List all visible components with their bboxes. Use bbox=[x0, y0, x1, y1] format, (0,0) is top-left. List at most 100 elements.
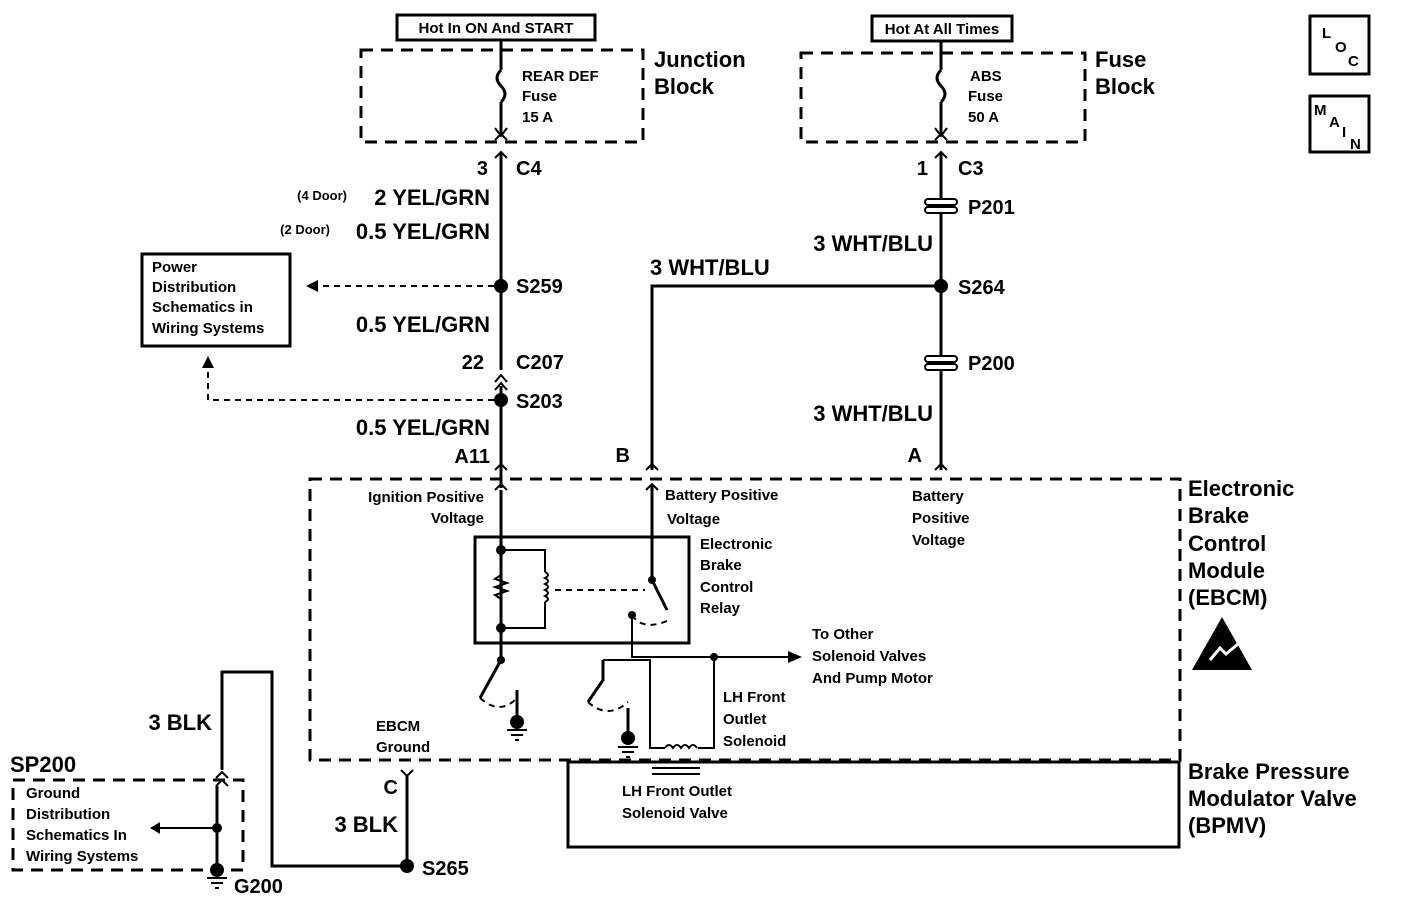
rear-def-fuse-icon bbox=[494, 40, 508, 141]
to-other-label-1: To Other bbox=[812, 626, 874, 643]
p200-pass-through-icon bbox=[924, 355, 958, 363]
ebcm-title-2: Brake bbox=[1188, 503, 1249, 528]
fuse-block-name-1: Fuse bbox=[1095, 47, 1146, 72]
ground-circuit: C 3 BLK S265 3 BLK G200 bbox=[148, 670, 469, 898]
power-ref-line-3: Schematics in bbox=[152, 299, 253, 316]
power-ref-line-1: Power bbox=[152, 259, 197, 276]
wire-lower-label: 3 WHT/BLU bbox=[813, 401, 933, 426]
to-other-label-2: Solenoid Valves bbox=[812, 648, 926, 665]
hot-at-all-times-text: Hot At All Times bbox=[885, 21, 999, 38]
main-letter-n: N bbox=[1350, 136, 1361, 153]
hot-in-on-start-text: Hot In ON And START bbox=[419, 20, 574, 37]
power-ref-arrow-icon bbox=[306, 280, 318, 292]
ground-ref-arrow-icon bbox=[150, 822, 160, 834]
abs-fuse-label-1: ABS bbox=[970, 68, 1002, 85]
wire-2door-note: (2 Door) bbox=[280, 222, 330, 237]
wire-upper-label: 3 WHT/BLU bbox=[813, 231, 933, 256]
power-distribution-ref[interactable]: Power Distribution Schematics in Wiring … bbox=[140, 252, 292, 348]
p201-pass-through-icon bbox=[924, 198, 958, 206]
wire-4door-note: (4 Door) bbox=[297, 188, 347, 203]
ebcm-title-5: (EBCM) bbox=[1188, 585, 1267, 610]
pin-a-label: A bbox=[908, 445, 922, 467]
g200-ground-icon bbox=[207, 877, 227, 889]
ground-ref-line-4: Wiring Systems bbox=[26, 848, 138, 865]
pin-c-label: C bbox=[384, 777, 398, 799]
rear-def-fuse-label-2: Fuse bbox=[522, 88, 557, 105]
main-letter-m: M bbox=[1314, 102, 1327, 119]
a11-pin-label: A11 bbox=[454, 446, 490, 468]
battery-a-voltage-label-1: Battery bbox=[912, 488, 964, 505]
junction-block-name-1: Junction bbox=[654, 47, 746, 72]
wire-c-label: 3 BLK bbox=[334, 812, 398, 837]
ebcm-module: Electronic Brake Control Module (EBCM) I… bbox=[308, 476, 1294, 762]
pin-b-label: B bbox=[616, 445, 630, 467]
abs-fuse-label-2: Fuse bbox=[968, 88, 1003, 105]
battery-a-voltage-label-3: Voltage bbox=[912, 532, 965, 549]
wire-2door-label: 0.5 YEL/GRN bbox=[356, 219, 490, 244]
bpmv-valve-label-2: Solenoid Valve bbox=[622, 805, 728, 822]
solenoid-label-1: LH Front bbox=[723, 689, 785, 706]
battery-a-voltage-label-2: Positive bbox=[912, 510, 970, 527]
middle-wire-label: 3 WHT/BLU bbox=[650, 255, 770, 280]
s264-label: S264 bbox=[958, 277, 1006, 299]
junction-block: Junction Block REAR DEF Fuse 15 A bbox=[359, 47, 746, 144]
ebcm-title-4: Module bbox=[1188, 558, 1265, 583]
s203-splice-dot bbox=[494, 393, 508, 407]
power-ref-up-arrow-icon bbox=[202, 356, 214, 368]
wire-left-label: 3 BLK bbox=[148, 710, 212, 735]
main-icon[interactable]: M A I N bbox=[1308, 94, 1371, 154]
ebcm-internal-ground-icon bbox=[507, 729, 527, 741]
s265-label: S265 bbox=[422, 858, 469, 880]
c4-pin-label: 3 bbox=[477, 158, 488, 180]
rear-def-fuse-label-1: REAR DEF bbox=[522, 68, 599, 85]
s203-label: S203 bbox=[516, 391, 563, 413]
esd-warning-icon bbox=[1192, 617, 1252, 670]
c4-connector-label: C4 bbox=[516, 158, 542, 180]
p200-label: P200 bbox=[968, 353, 1015, 375]
ground-ref-line-3: Schematics In bbox=[26, 827, 127, 844]
ignition-voltage-label-2: Voltage bbox=[431, 510, 484, 527]
ground-distribution-ref[interactable]: Ground Distribution Schematics In Wiring… bbox=[26, 785, 138, 865]
loc-letter-l: L bbox=[1322, 25, 1331, 42]
relay-label-1: Electronic bbox=[700, 536, 773, 553]
rear-def-fuse-label-3: 15 A bbox=[522, 109, 553, 126]
c3-connector-label: C3 bbox=[958, 158, 984, 180]
ebcm-ground-label-1: EBCM bbox=[376, 718, 420, 735]
abs-fuse-label-3: 50 A bbox=[968, 109, 999, 126]
solenoid-ground-icon bbox=[618, 746, 638, 758]
fuse-block-name-2: Block bbox=[1095, 74, 1156, 99]
wire-4door-label: 2 YEL/GRN bbox=[374, 185, 490, 210]
fuse-block: Fuse Block ABS Fuse 50 A bbox=[799, 47, 1156, 144]
to-other-label-3: And Pump Motor bbox=[812, 670, 933, 687]
s259-splice-dot bbox=[494, 279, 508, 293]
main-letter-a: A bbox=[1329, 114, 1340, 131]
ebcm-title-3: Control bbox=[1188, 531, 1266, 556]
solenoid-label-3: Solenoid bbox=[723, 733, 786, 750]
loc-icon[interactable]: L O C bbox=[1308, 14, 1371, 76]
power-ref-line-4: Wiring Systems bbox=[152, 320, 264, 337]
g200-label: G200 bbox=[234, 876, 283, 898]
ground-ref-line-1: Ground bbox=[26, 785, 80, 802]
battery-b-voltage-label-2: Voltage bbox=[667, 511, 720, 528]
sp200-label: SP200 bbox=[10, 752, 76, 777]
sp200-splice-pack: SP200 bbox=[10, 752, 245, 872]
ebcm-ground-label-2: Ground bbox=[376, 739, 430, 756]
solenoid-driver-switch bbox=[586, 657, 715, 758]
solenoid-coil-icon bbox=[664, 744, 698, 750]
wire-low-label: 0.5 YEL/GRN bbox=[356, 415, 490, 440]
relay-coil-icon bbox=[542, 571, 549, 603]
solenoid-label-2: Outlet bbox=[723, 711, 766, 728]
c207-pin-label: 22 bbox=[462, 352, 484, 374]
ebcm-relay bbox=[473, 490, 802, 663]
bpmv-title-1: Brake Pressure bbox=[1188, 759, 1349, 784]
ground-ref-line-2: Distribution bbox=[26, 806, 110, 823]
bpmv-title-3: (BPMV) bbox=[1188, 813, 1266, 838]
s203-ref-dashed-wire bbox=[207, 368, 494, 401]
c207-label: C207 bbox=[516, 352, 564, 374]
ignition-voltage-label-1: Ignition Positive bbox=[368, 489, 484, 506]
relay-resistor-icon bbox=[491, 574, 511, 600]
power-ref-line-2: Distribution bbox=[152, 279, 236, 296]
relay-label-4: Relay bbox=[700, 600, 741, 617]
to-other-arrow-icon bbox=[788, 651, 802, 663]
